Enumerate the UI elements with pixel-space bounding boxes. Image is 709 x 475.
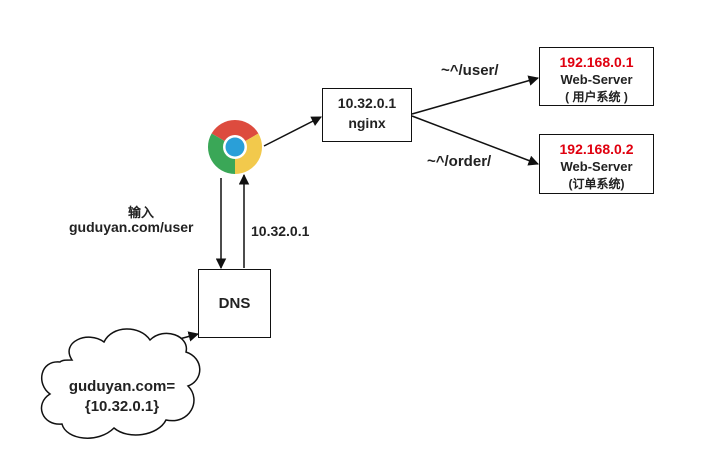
web-server-user-ip: 192.168.0.1 [559, 54, 634, 70]
chrome-icon [207, 119, 263, 175]
input-url-label: guduyan.com/user [69, 219, 194, 235]
web-server-order-desc: (订单系统) [568, 177, 625, 191]
web-server-order-role: Web-Server [560, 159, 633, 174]
cloud-line-1: guduyan.com= [68, 378, 176, 395]
arrow-nginx-to-user-server [411, 75, 540, 115]
input-title-label: 输入 [127, 205, 154, 220]
web-server-user-role: Web-Server [560, 72, 633, 87]
dns-node: DNS [198, 269, 271, 338]
route-user-label: ~^/user/ [441, 62, 499, 79]
route-order-label: ~^/order/ [427, 153, 492, 170]
arrow-browser-to-nginx [263, 116, 322, 147]
web-server-order-node: 192.168.0.2 Web-Server (订单系统) [539, 134, 654, 194]
arrow-nginx-to-order-server [411, 115, 539, 166]
web-server-user-node: 192.168.0.1 Web-Server ( 用户系统 ) [539, 47, 654, 106]
cloud-line-2: {10.32.0.1} [84, 398, 160, 415]
web-server-order-ip: 192.168.0.2 [559, 141, 634, 157]
web-server-user-desc: ( 用户系统 ) [565, 90, 628, 104]
cloud-shape [40, 328, 201, 439]
nginx-name: nginx [348, 115, 386, 131]
dns-reply-label: 10.32.0.1 [251, 223, 310, 239]
nginx-node: 10.32.0.1 nginx [322, 88, 412, 142]
nginx-ip: 10.32.0.1 [337, 95, 397, 111]
dns-label: DNS [218, 295, 251, 312]
